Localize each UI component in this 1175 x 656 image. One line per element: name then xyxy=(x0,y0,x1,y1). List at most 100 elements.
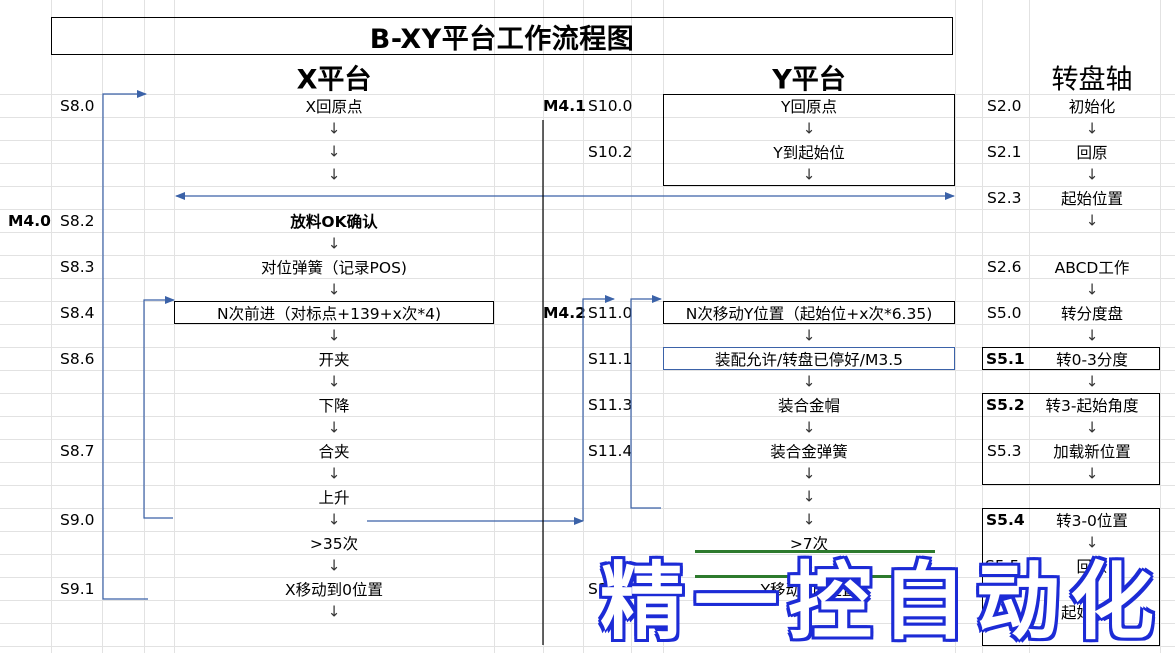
t-step-text: 转3-0位置 xyxy=(1056,512,1128,530)
y-step-text: Y移动到0位置 xyxy=(760,581,858,599)
t-step-code: S5.2 xyxy=(986,396,1025,414)
grid-column-line xyxy=(955,0,956,653)
t-step-text: 加载新位置 xyxy=(1053,443,1131,461)
t-step-code: S2.6 xyxy=(987,258,1022,276)
grid-row-line xyxy=(0,232,1175,233)
grid-column-line xyxy=(663,0,664,653)
grid-row-line xyxy=(0,508,1175,509)
y-step-box xyxy=(663,347,955,370)
y-step-code: S10.0 xyxy=(588,97,633,115)
t-step-text: 起始位置 xyxy=(1060,604,1124,622)
down-arrow-icon: ↓ xyxy=(802,418,816,437)
flowchart-title: B-XY平台工作流程图 xyxy=(51,17,953,55)
t-step-box xyxy=(982,393,1160,485)
x-step-code: S9.0 xyxy=(60,511,95,529)
t-step-code: S5.1 xyxy=(986,350,1025,368)
y-step-code: S11.1 xyxy=(588,350,633,368)
t-step-code: S5.0 xyxy=(987,304,1022,322)
y-step-box xyxy=(663,301,955,324)
x-step-text: 上升 xyxy=(318,489,350,507)
down-arrow-icon: ↓ xyxy=(327,372,341,391)
grid-row-line xyxy=(0,623,1175,624)
x-step-box xyxy=(174,301,494,324)
down-arrow-icon: ↓ xyxy=(802,464,816,483)
down-arrow-icon: ↓ xyxy=(1085,464,1099,483)
down-arrow-icon: ↓ xyxy=(1085,418,1099,437)
x-repeat-loop xyxy=(143,296,175,519)
y-step-code: S11.0 xyxy=(588,304,633,322)
down-arrow-icon: ↓ xyxy=(327,326,341,345)
grid-row-line xyxy=(0,462,1175,463)
x-platform-header: X平台 xyxy=(296,64,372,96)
t-step-text: 初始化 xyxy=(1068,98,1116,116)
down-arrow-icon: ↓ xyxy=(327,165,341,184)
y-step-text: N次移动Y位置（起始位+x次*6.35) xyxy=(685,305,933,323)
grid-row-line xyxy=(0,347,1175,348)
down-arrow-icon: ↓ xyxy=(1085,579,1099,598)
grid-row-line xyxy=(0,140,1175,141)
down-arrow-icon: ↓ xyxy=(1085,372,1099,391)
grid-row-line xyxy=(0,646,1175,647)
t-step-code: S5.5 xyxy=(985,557,1020,575)
down-arrow-icon: ↓ xyxy=(1085,326,1099,345)
grid-column-line xyxy=(1160,0,1161,653)
x-step-code: S9.1 xyxy=(60,580,95,598)
down-arrow-icon: ↓ xyxy=(802,119,816,138)
y-step-code: S10.2 xyxy=(588,143,633,161)
t-step-code: S2.0 xyxy=(987,97,1022,115)
grid-row-line xyxy=(0,209,1175,210)
m42-link xyxy=(582,295,615,521)
down-arrow-icon: ↓ xyxy=(327,234,341,253)
x-step-code: S8.7 xyxy=(60,442,95,460)
t-step-text: 起始位置 xyxy=(1060,190,1124,208)
y-step-code: S11.4 xyxy=(588,442,633,460)
down-arrow-icon: ↓ xyxy=(327,418,341,437)
grid-row-line xyxy=(0,439,1175,440)
highlight-bar xyxy=(695,575,935,578)
grid-row-line xyxy=(0,117,1175,118)
grid-column-line xyxy=(494,0,495,653)
y-step-text: Y回原点 xyxy=(781,98,837,116)
grid-row-line xyxy=(0,163,1175,164)
grid-row-line xyxy=(0,94,1175,95)
x-step-text: X回原点 xyxy=(305,98,363,116)
grid-row-line xyxy=(0,600,1175,601)
x-step-text: 合夹 xyxy=(318,443,350,461)
t-step-text: 转分度盘 xyxy=(1060,305,1124,323)
grid-row-line xyxy=(0,393,1175,394)
grid-row-line xyxy=(0,554,1175,555)
marker-m40: M4.0 xyxy=(8,212,51,230)
x-step-text: X移动到0位置 xyxy=(285,581,383,599)
y-step-text: 装配允许/转盘已停好/M3.5 xyxy=(715,351,903,369)
marker-m42: M4.2 xyxy=(543,304,586,322)
grid-row-line xyxy=(0,186,1175,187)
grid-row-line xyxy=(0,577,1175,578)
grid-row-line xyxy=(0,301,1175,302)
grid-row-line xyxy=(0,370,1175,371)
x-step-text: 放料OK确认 xyxy=(290,213,378,231)
down-arrow-icon: ↓ xyxy=(802,165,816,184)
grid-row-line xyxy=(0,278,1175,279)
t-step-text: 回原 xyxy=(1076,558,1108,576)
y-platform-header: Y平台 xyxy=(772,64,846,96)
x-step-code: S8.2 xyxy=(60,212,95,230)
x-return-loop xyxy=(102,90,148,600)
down-arrow-icon: ↓ xyxy=(327,510,341,529)
y-step-text: >7次 xyxy=(789,535,829,553)
grid-row-line xyxy=(0,531,1175,532)
down-arrow-icon: ↓ xyxy=(802,372,816,391)
grid-column-line xyxy=(51,0,52,653)
grid-column-line xyxy=(174,0,175,653)
y-step-text: 装合金弹簧 xyxy=(770,443,848,461)
y-step-code: S11.3 xyxy=(588,396,633,414)
x-step-text: 开夹 xyxy=(318,351,350,369)
down-arrow-icon: ↓ xyxy=(327,280,341,299)
down-arrow-icon: ↓ xyxy=(1085,119,1099,138)
x-step-code: S8.0 xyxy=(60,97,95,115)
t-step-code: S5.3 xyxy=(987,442,1022,460)
t-step-text: 转3-起始角度 xyxy=(1045,397,1139,415)
down-arrow-icon: ↓ xyxy=(327,142,341,161)
down-arrow-icon: ↓ xyxy=(1085,165,1099,184)
